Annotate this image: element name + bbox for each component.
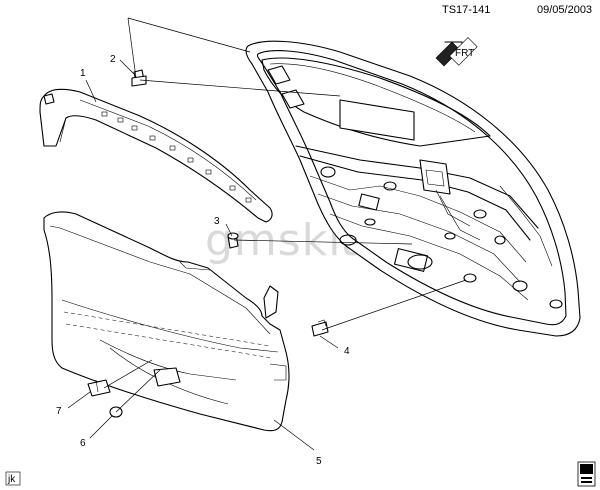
corner-code-text: jk [7, 474, 16, 485]
callout-2: 2 [110, 54, 116, 65]
upper-trim-panel [39, 88, 273, 223]
bracket-part-7 [87, 379, 111, 397]
front-direction-arrow-icon: FRT [435, 37, 478, 67]
clip-part-2 [131, 69, 147, 87]
callout-7: 7 [56, 406, 62, 417]
front-badge-text: FRT [455, 48, 474, 59]
corner-code-box: jk [5, 471, 21, 486]
trim-clips [101, 111, 252, 203]
leader-lines [67, 17, 467, 451]
callout-6: 6 [80, 438, 86, 449]
clip-part-4 [311, 319, 329, 337]
callout-3: 3 [214, 216, 220, 227]
callout-4: 4 [344, 346, 350, 357]
lower-trim-panel [43, 211, 290, 432]
diagram-date: 09/05/2003 [537, 4, 592, 16]
callout-5: 5 [316, 456, 322, 467]
liftgate-door [245, 40, 581, 337]
push-pin-part-3 [227, 232, 239, 249]
manual-book-icon [577, 461, 596, 487]
callout-1: 1 [80, 68, 86, 79]
diagram-code: TS17-141 [442, 4, 490, 16]
